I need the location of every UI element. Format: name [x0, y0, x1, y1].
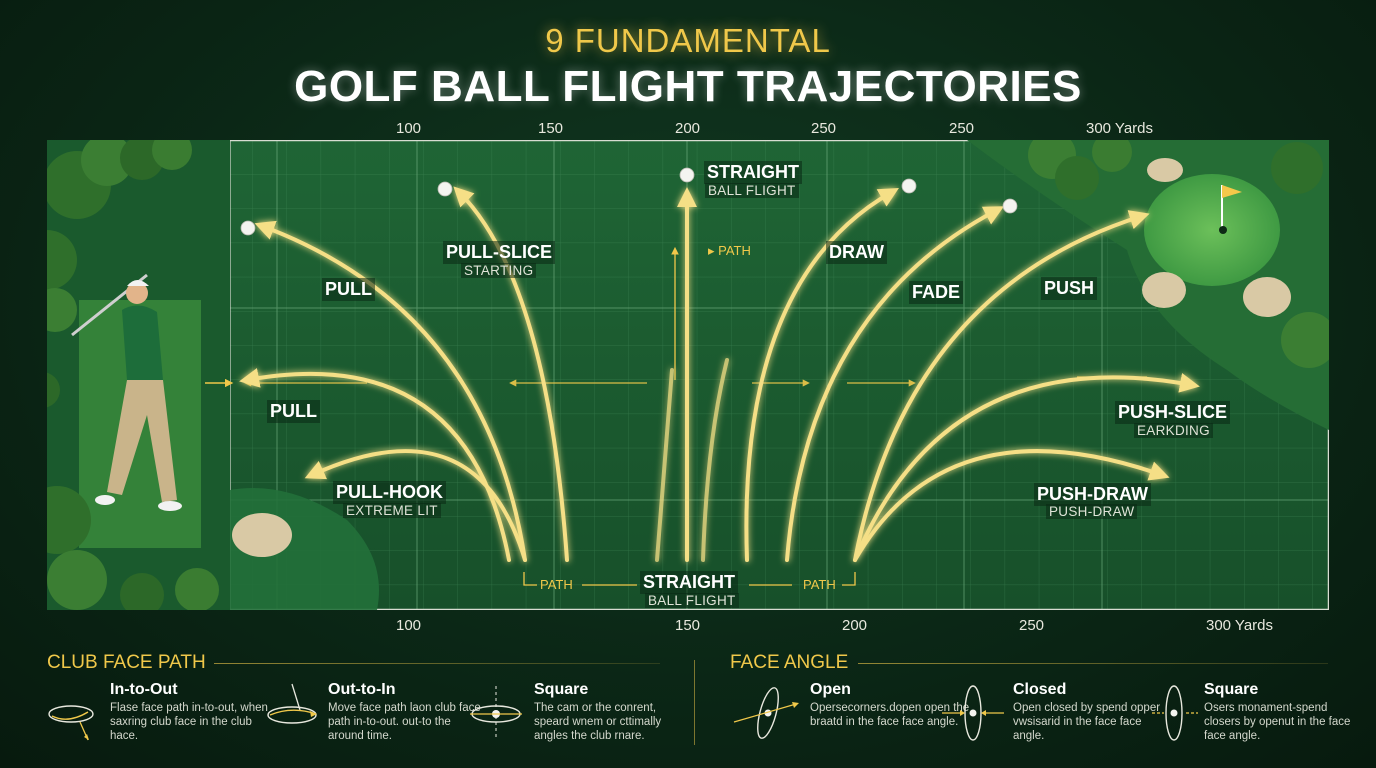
card-title-out-to-in: Out-to-In [328, 681, 396, 698]
trajectory-draw [744, 188, 899, 562]
top-axis-tick: 150 [538, 120, 564, 137]
sublabel-pull-slice: STARTING [461, 263, 537, 278]
bottom-axis-tick: 150 [675, 617, 701, 634]
trajectories [239, 186, 1200, 562]
bottom-axis-tick: 100 [396, 617, 422, 634]
flag-icon [1222, 185, 1242, 198]
golfer-figure [71, 273, 182, 511]
path-brackets [523, 572, 856, 586]
label-pull-hook: PULL-HOOK [333, 481, 446, 504]
card-title-square-path: Square [534, 681, 589, 698]
trajectory-pull-hook [304, 449, 527, 562]
trajectory-fade [785, 206, 1005, 562]
trajectory-pull-mid [239, 368, 511, 562]
section-divider [214, 663, 660, 664]
card-desc-open: Opersecorners.dopen open the braatd in t… [810, 702, 970, 728]
card-title-square-angle: Square [1204, 681, 1259, 698]
tree-cluster-right [1028, 140, 1329, 368]
label-fade: FADE [909, 281, 964, 304]
club-in-to-out-icon [48, 705, 94, 741]
bunker-left [232, 513, 292, 557]
card-desc-square-angle: Osers monament-spend closers by openut i… [1204, 702, 1351, 742]
trajectory-straight-left [655, 368, 674, 562]
face-closed-icon [942, 685, 1004, 741]
trajectory-pull-slice [453, 186, 569, 562]
label-pull-top: PULL [322, 278, 375, 301]
path-label-left: PATH [540, 577, 573, 592]
label-straight-bottom: STRAIGHT [640, 571, 738, 594]
section-divider [858, 663, 1328, 664]
sublabel-pull-hook: EXTREME LIT [343, 503, 441, 518]
trajectory-field [47, 140, 1329, 610]
face-square-icon [1152, 685, 1198, 741]
card-desc-in-to-out: Flase face path in-to-out, when saxring … [110, 702, 268, 742]
bunker [1147, 158, 1183, 182]
title-line-1: 9 FUNDAMENTAL [545, 22, 831, 59]
path-label-right: PATH [803, 577, 836, 592]
trajectory-push-slice [853, 373, 1200, 562]
label-push-slice: PUSH-SLICE [1115, 401, 1231, 424]
trajectory-push-draw [853, 449, 1170, 562]
trajectory-straight-right [701, 358, 729, 562]
top-axis-tick: 100 [396, 120, 422, 137]
card-desc-closed: Open closed by spend opper vwsisarid in … [1013, 702, 1161, 742]
top-axis-tick: 250 [811, 120, 837, 137]
golf-balls [240, 167, 1018, 236]
card-desc-out-to-in: Move face path laon club face path in-to… [328, 702, 481, 742]
top-axis-tick: 200 [675, 120, 701, 137]
label-draw: DRAW [826, 241, 887, 264]
card-desc-square-path: The cam or the conrent, speard wnem or c… [534, 702, 662, 742]
label-push: PUSH [1041, 277, 1098, 300]
card-title-closed: Closed [1013, 681, 1067, 698]
label-pull-slice: PULL-SLICE [443, 241, 555, 264]
top-axis-tick: 300 Yards [1086, 120, 1153, 137]
sublabel-straight-bottom: BALL FLIGHT [645, 593, 739, 608]
sublabel-push-slice: EARKDING [1134, 423, 1213, 438]
sublabel-straight-top: BALL FLIGHT [705, 183, 799, 198]
bottom-axis-tick: 300 Yards [1206, 617, 1273, 634]
tree-cluster-left [47, 140, 219, 610]
sublabel-push-draw: PUSH-DRAW [1046, 504, 1138, 519]
club-out-to-in-icon [267, 683, 317, 724]
trajectory-push [853, 210, 1150, 562]
club-square-icon [470, 686, 522, 738]
card-title-open: Open [810, 681, 851, 698]
face-open-icon [733, 687, 799, 739]
top-axis-tick: 250 [949, 120, 975, 137]
bunker [1243, 277, 1291, 317]
bottom-axis-tick: 200 [842, 617, 868, 634]
label-pull-mid: PULL [267, 400, 320, 423]
putting-green [1144, 174, 1280, 286]
label-straight-top: STRAIGHT [704, 161, 802, 184]
section-title-club-face-path: CLUB FACE PATH [47, 652, 206, 673]
path-label-text: PATH [718, 243, 751, 258]
bottom-axis-tick: 250 [1019, 617, 1045, 634]
main-title: GOLF BALL FLIGHT TRAJECTORIES [294, 62, 1082, 111]
label-push-draw: PUSH-DRAW [1034, 483, 1151, 506]
trajectory-pull-top [254, 220, 527, 562]
bunker [1142, 272, 1186, 308]
card-title-in-to-out: In-to-Out [110, 681, 178, 698]
path-label-center: ▸ PATH [708, 243, 751, 258]
column-divider [694, 660, 695, 745]
section-title-face-angle: FACE ANGLE [730, 652, 849, 673]
